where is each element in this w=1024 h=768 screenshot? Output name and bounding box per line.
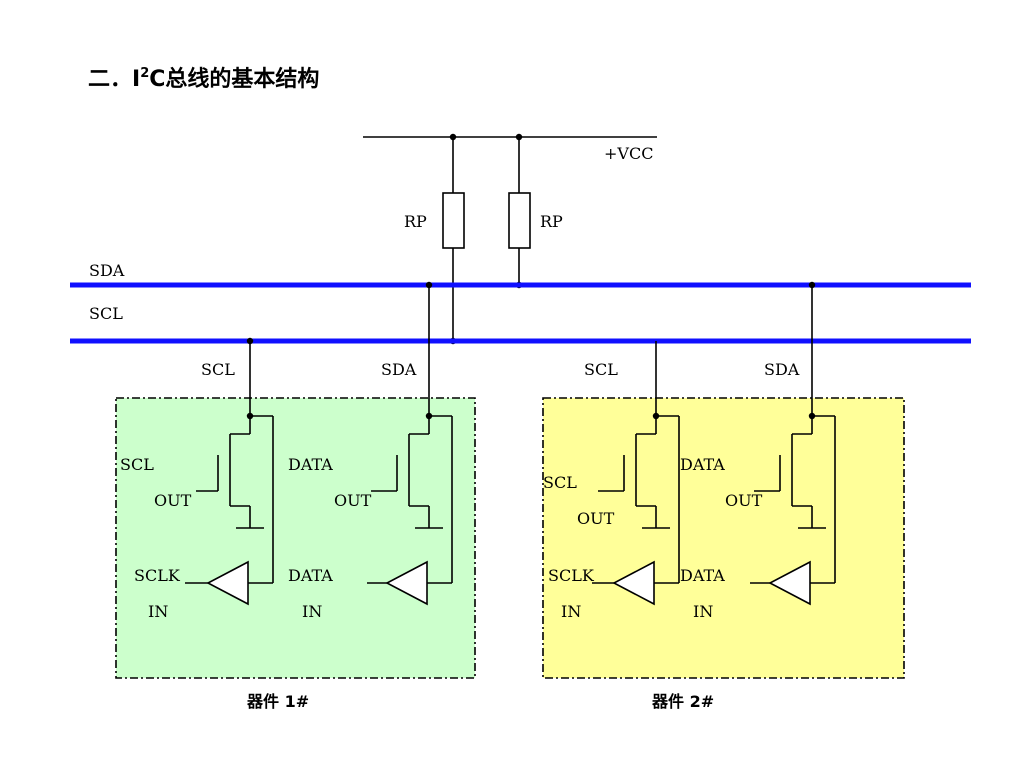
device-1-caption: 器件 1#	[246, 692, 309, 711]
device-1-data-in-label-1: DATA	[288, 566, 333, 585]
device-2-sclk-in-label-1: SCLK	[548, 566, 595, 585]
device-2-scl-input-buffer	[612, 560, 655, 606]
scl-bus-label: SCL	[89, 304, 123, 323]
device-1-circuit	[185, 281, 453, 606]
device-2-circuit	[592, 281, 836, 606]
device-2-caption: 器件 2#	[651, 692, 714, 711]
device-2-scl-out-label-2: OUT	[577, 509, 615, 528]
device-2-scl-out-label-1: SCL	[543, 473, 577, 492]
pull-up-resistor-scl	[442, 133, 465, 345]
vcc-label: +VCC	[604, 144, 653, 163]
device-2-box	[542, 397, 905, 679]
title-superscript: 2	[140, 66, 149, 81]
device-1-sda-input-buffer	[385, 560, 428, 606]
device-2-sclk-in-label-2: IN	[561, 602, 581, 621]
device-1-scl-tap-label: SCL	[201, 360, 235, 379]
device-2-data-out-label-2: OUT	[725, 491, 763, 510]
title-prefix: 二．I	[88, 67, 140, 92]
device-1-scl-out-label-2: OUT	[154, 491, 192, 510]
pull-up-resistor-sda	[508, 133, 531, 289]
device-2-scl-tap-label: SCL	[584, 360, 618, 379]
device-2-sda-input-buffer	[768, 560, 811, 606]
device-1-scl-out-label-1: SCL	[120, 455, 154, 474]
title-suffix: C总线的基本结构	[149, 66, 319, 92]
device-1-scl-input-buffer	[206, 560, 249, 606]
device-1-sclk-in-label-2: IN	[148, 602, 168, 621]
sda-bus-label: SDA	[89, 261, 125, 280]
device-2-data-in-label-2: IN	[693, 602, 713, 621]
device-1-box	[115, 397, 476, 679]
device-2-data-out-label-1: DATA	[680, 455, 725, 474]
device-1-sclk-in-label-1: SCLK	[134, 566, 181, 585]
device-2-sda-tap-label: SDA	[764, 360, 800, 379]
device-1-scl-transistor	[196, 416, 264, 529]
device-1-sda-tap-label: SDA	[381, 360, 417, 379]
resistor-2-label: RP	[540, 212, 563, 231]
device-1-data-in-label-2: IN	[302, 602, 322, 621]
page-title: 二．I2C总线的基本结构	[88, 66, 319, 92]
resistor-1-label: RP	[404, 212, 427, 231]
device-1-sda-transistor	[371, 416, 443, 529]
device-2-scl-transistor	[598, 416, 670, 529]
device-1-data-out-label-1: DATA	[288, 455, 333, 474]
device-1-data-out-label-2: OUT	[334, 491, 372, 510]
device-2-data-in-label-1: DATA	[680, 566, 725, 585]
device-2-sda-transistor	[754, 416, 826, 529]
